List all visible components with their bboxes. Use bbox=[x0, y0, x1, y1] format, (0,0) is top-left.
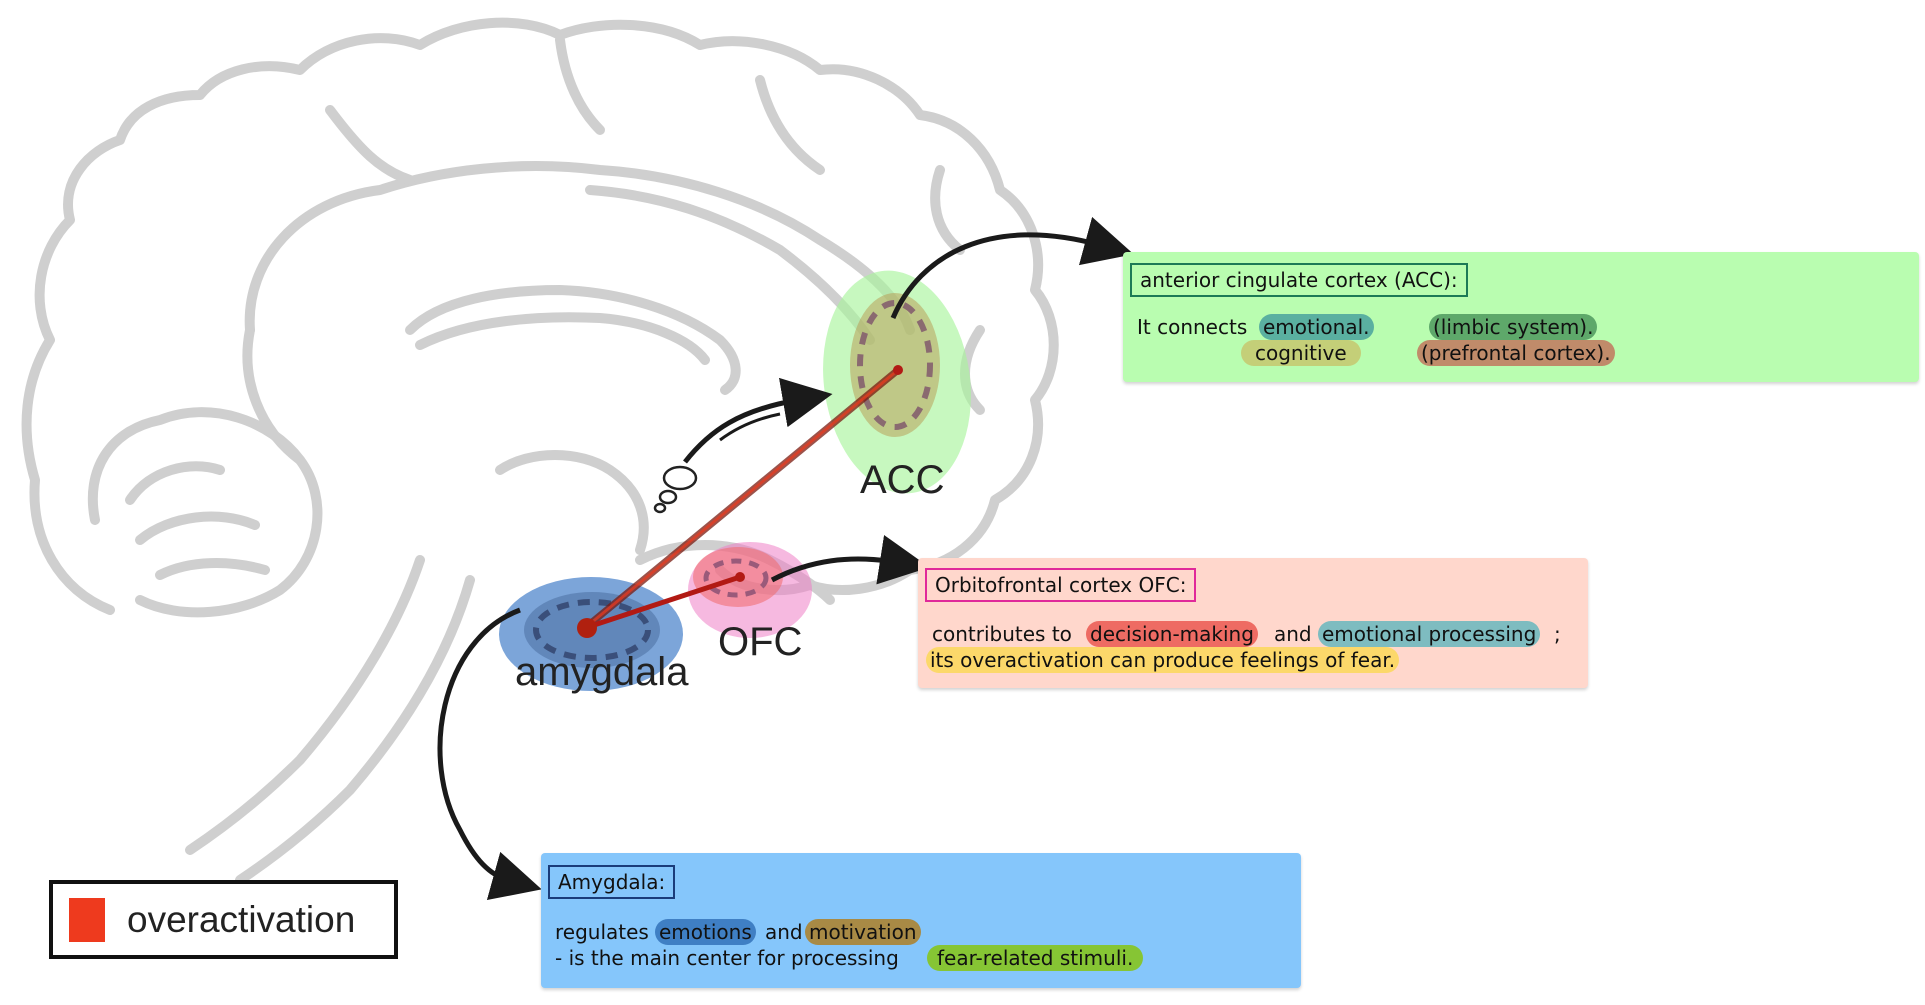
amygdala-motivation-tag: motivation bbox=[805, 919, 921, 945]
acc-emotional-tag: emotional. bbox=[1259, 314, 1374, 340]
acc-limbic-tag: (limbic system). bbox=[1429, 314, 1598, 340]
acc-box-title: anterior cingulate cortex (ACC): bbox=[1130, 263, 1468, 297]
ofc-label: OFC bbox=[718, 620, 802, 664]
thought-arrow bbox=[683, 377, 833, 464]
ofc-line1-prefix: contributes to bbox=[932, 622, 1072, 646]
ofc-arrow bbox=[770, 534, 930, 585]
thought-bubble-icon bbox=[653, 465, 698, 514]
ofc-info-box: Orbitofrontal cortex OFC: contributes to… bbox=[918, 558, 1588, 688]
acc-label: ACC bbox=[860, 458, 944, 502]
amygdala-line1-prefix: regulates bbox=[555, 920, 649, 944]
amygdala-region bbox=[499, 577, 683, 691]
acc-region bbox=[823, 270, 971, 494]
thought-arrow-inner bbox=[719, 412, 781, 442]
amygdala-fear-tag: fear-related stimuli. bbox=[927, 945, 1144, 971]
acc-cognitive-tag: cognitive bbox=[1241, 340, 1361, 366]
amygdala-emotions-tag: emotions bbox=[655, 919, 756, 945]
acc-prefrontal-tag: (prefrontal cortex). bbox=[1417, 340, 1615, 366]
ofc-semicolon: ; bbox=[1554, 622, 1561, 646]
brain-outline bbox=[21, 17, 1059, 885]
amygdala-arrow bbox=[437, 607, 542, 901]
amygdala-line2-prefix: - is the main center for processing bbox=[555, 946, 899, 970]
amygdala-box-title: Amygdala: bbox=[548, 865, 676, 899]
ofc-decision-tag: decision-making bbox=[1086, 621, 1258, 647]
acc-info-box: anterior cingulate cortex (ACC): It conn… bbox=[1123, 252, 1919, 382]
acc-prefix: It connects bbox=[1137, 315, 1248, 339]
ofc-emotional-tag: emotional processing bbox=[1318, 621, 1541, 647]
legend-label: overactivation bbox=[127, 898, 356, 940]
ofc-region bbox=[688, 542, 812, 638]
ofc-box-title: Orbitofrontal cortex OFC: bbox=[925, 568, 1197, 602]
amygdala-and: and bbox=[765, 920, 803, 944]
amygdala-label: amygdala bbox=[515, 650, 689, 694]
overactivation-connections bbox=[577, 365, 903, 638]
legend: overactivation bbox=[49, 880, 398, 959]
ofc-fear-line: its overactivation can produce feelings … bbox=[926, 647, 1400, 673]
amygdala-info-box: Amygdala: regulates emotions and motivat… bbox=[541, 853, 1301, 988]
ofc-and: and bbox=[1274, 622, 1312, 646]
acc-arrow bbox=[890, 216, 1134, 319]
overactivation-swatch bbox=[69, 897, 105, 942]
